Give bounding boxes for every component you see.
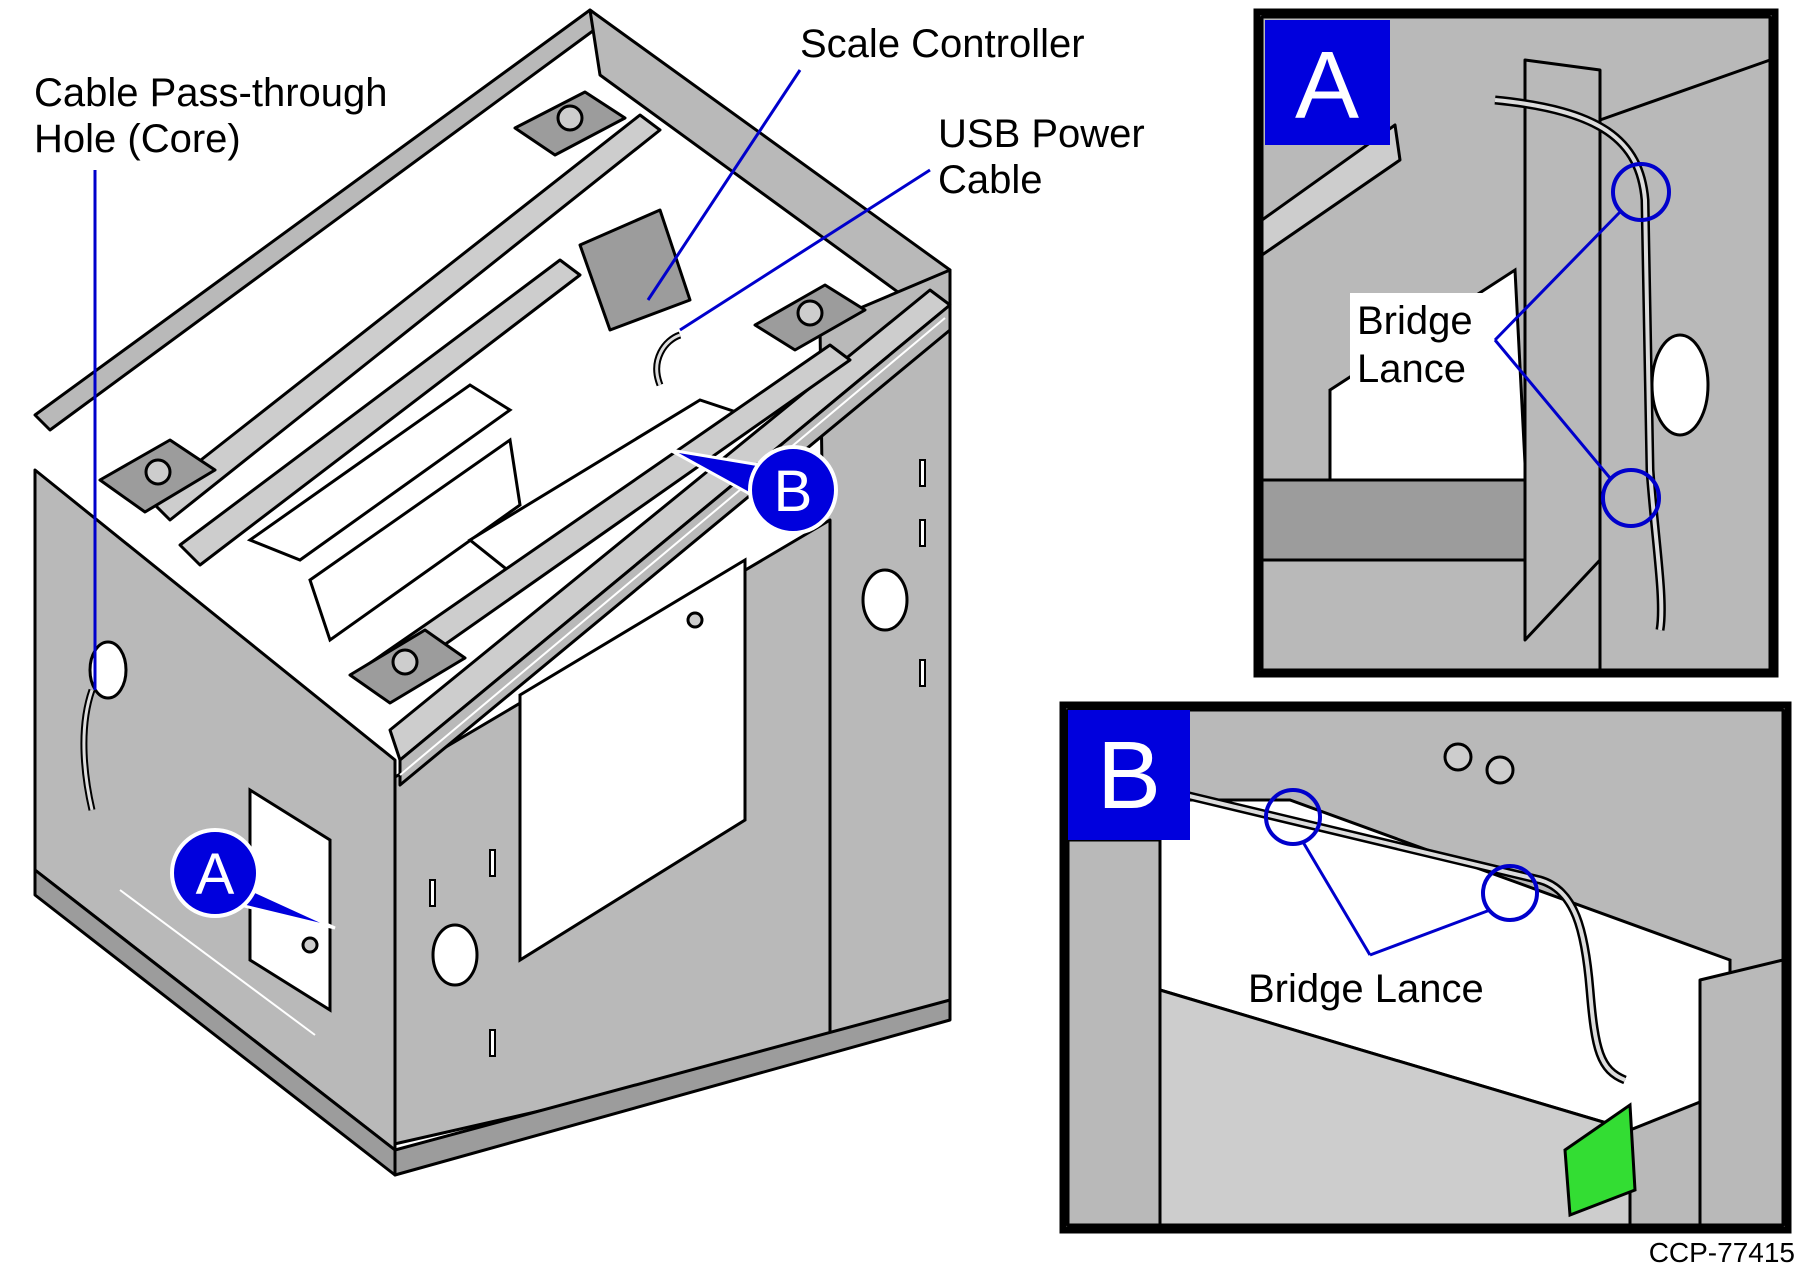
callout-a-circle <box>170 828 260 918</box>
cable-pass-through-hole <box>88 640 128 700</box>
front-opening <box>518 557 747 963</box>
detail-b-badge-letter: B <box>1097 722 1161 829</box>
main-labels: Cable Pass-through Hole (Core) Scale Con… <box>34 22 1145 690</box>
label-scale-controller: Scale Controller <box>800 22 1085 66</box>
middle-rail <box>148 113 662 522</box>
slot <box>489 849 496 877</box>
load-cell-front-bolt <box>391 648 419 676</box>
callout-b-letter: B <box>774 459 813 524</box>
slot <box>919 519 926 547</box>
leader-scale-controller <box>646 69 802 301</box>
load-cell-rear-bolt <box>556 104 584 132</box>
callout-a[interactable]: A <box>170 828 336 930</box>
detail-a-lance-circle-1 <box>1611 162 1671 222</box>
middle-bridge <box>178 258 582 567</box>
detail-b-green-connector <box>1563 1102 1637 1218</box>
detail-panel-a: Bridge Lance A <box>1253 8 1779 678</box>
label-usb-power-line2: Cable <box>938 158 1043 202</box>
figure-id: CCP-77415 <box>1649 1237 1795 1268</box>
scale-controller-box <box>578 208 692 332</box>
label-cable-pass-through-line2: Hole (Core) <box>34 117 241 161</box>
slot <box>489 1029 496 1057</box>
screw <box>686 611 704 629</box>
detail-b-lance-circle-1 <box>1264 788 1322 846</box>
slot <box>919 459 926 487</box>
label-bridge-lance-a-line1: Bridge <box>1357 299 1473 343</box>
screw <box>301 936 319 954</box>
label-bridge-lance-b: Bridge Lance <box>1248 967 1484 1011</box>
callout-a-letter: A <box>196 842 235 907</box>
detail-panel-b: Bridge Lance B <box>1059 701 1792 1234</box>
slot <box>429 879 436 907</box>
leader-usb-power <box>679 168 931 332</box>
right-panel-hole <box>861 568 909 632</box>
callout-b[interactable]: B <box>669 445 838 535</box>
interior-opening-2 <box>308 437 522 643</box>
detail-a-badge-letter: A <box>1295 32 1359 139</box>
detail-a-lance-circle-2 <box>1601 468 1661 528</box>
slot <box>919 659 926 687</box>
front-panel-hole <box>431 923 479 987</box>
interior-opening-1 <box>246 383 513 562</box>
detail-b-lance-circle-2 <box>1481 864 1539 922</box>
detail-a-badge <box>1265 20 1390 145</box>
frame-assembly <box>33 8 952 1177</box>
front-base-strip <box>393 998 952 1177</box>
load-cell-right-bolt <box>796 299 824 327</box>
label-cable-pass-through-line1: Cable Pass-through <box>34 71 388 115</box>
detail-b-badge <box>1068 710 1190 840</box>
load-cell-left-bolt <box>144 458 172 486</box>
label-usb-power-line1: USB Power <box>938 112 1145 156</box>
callout-b-circle <box>748 445 838 535</box>
label-bridge-lance-a-line2: Lance <box>1357 347 1466 391</box>
